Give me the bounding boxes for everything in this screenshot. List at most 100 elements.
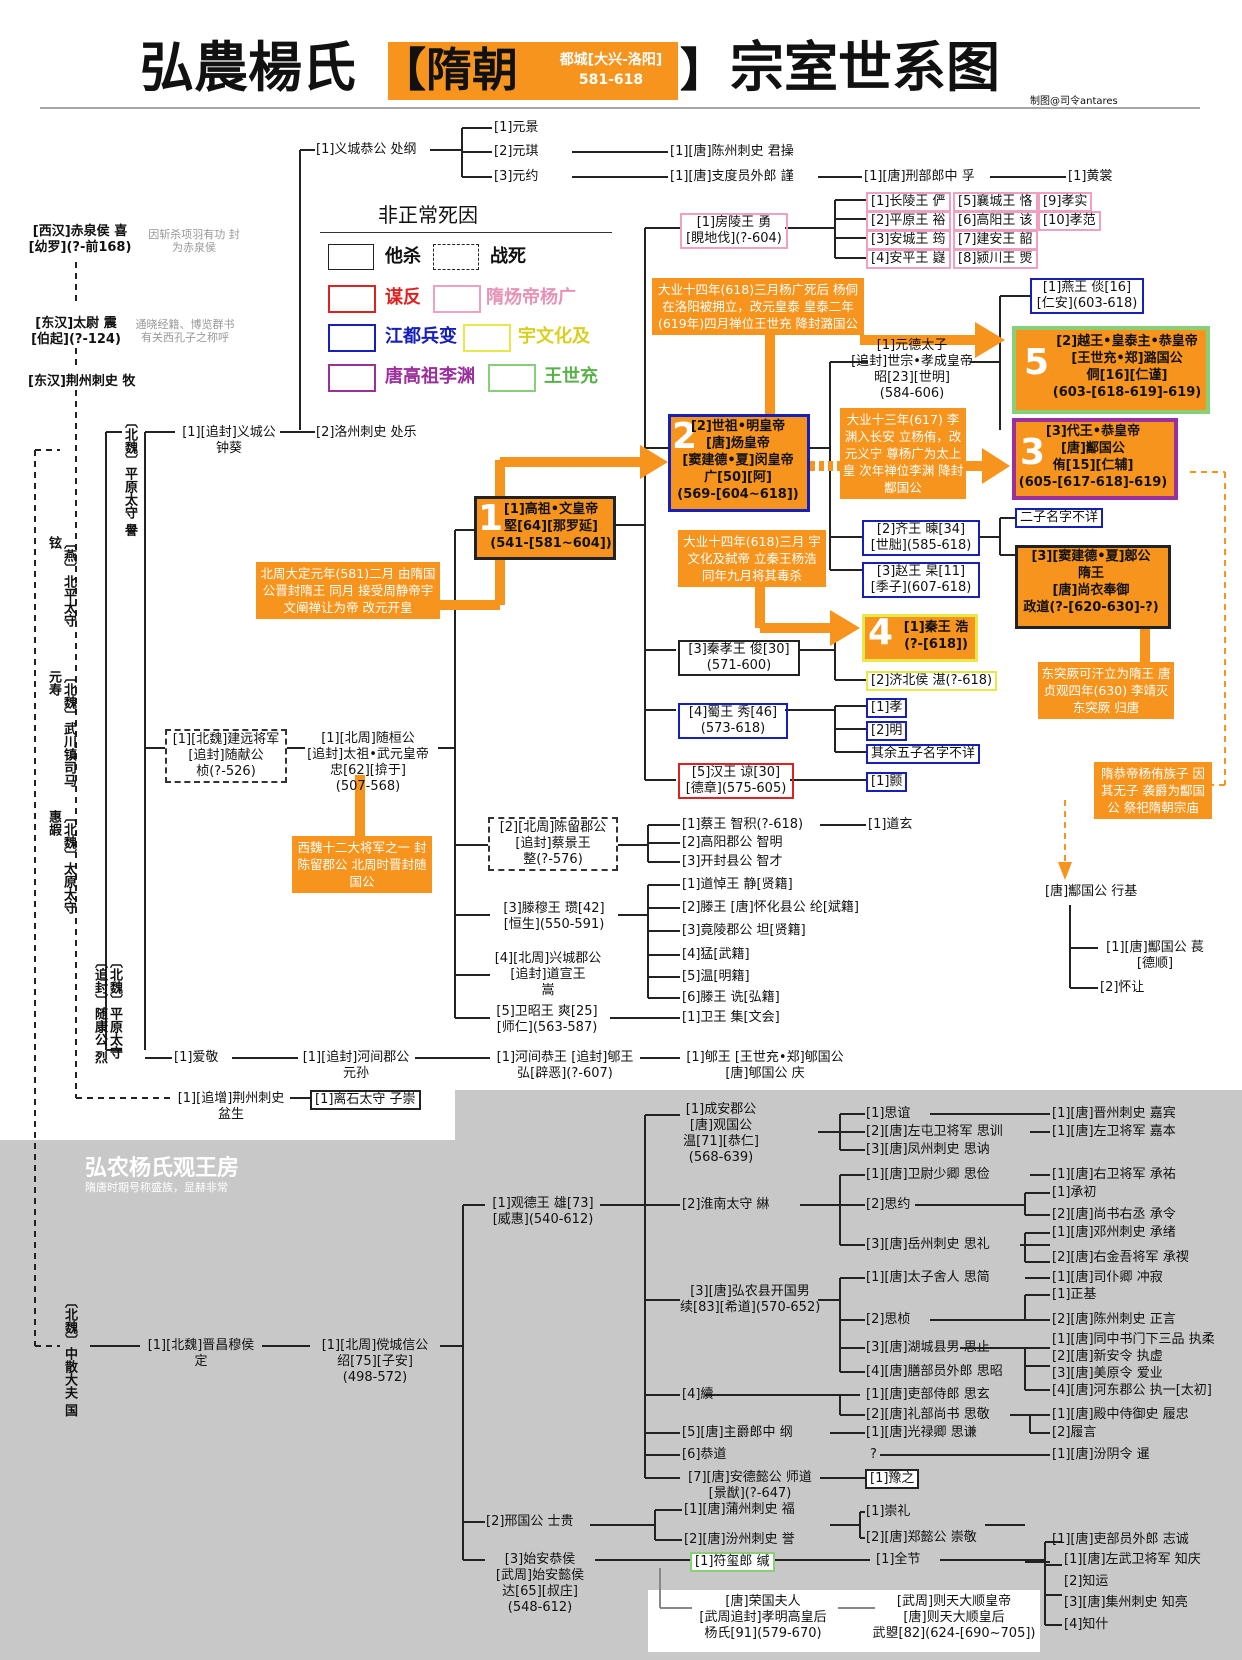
jiabin: [1][唐]晋州刺史 嘉宾 — [1052, 1106, 1176, 1121]
emperor-5-yue: [2]越王•皇泰主•恭皇帝[王世充•郑]潞国公侗[16][仁谨](603-[61… — [1052, 334, 1202, 400]
title-dynasty: 【隋朝 — [380, 43, 518, 97]
legend-label-killed: 他杀 — [385, 246, 421, 267]
chengxi: [2][唐]右金吾将军 承禊 — [1052, 1250, 1189, 1265]
hejian-jungong: [1][追封]河间郡公元孙 — [302, 1050, 410, 1081]
legend-rule — [320, 232, 612, 233]
title-years: 581-618 — [578, 72, 644, 88]
zhicheng: [1][唐]吏部员外郎 志诚 — [1052, 1532, 1189, 1547]
zhiliang: [3][唐]集州刺史 知亮 — [1064, 1595, 1188, 1610]
cai-wang: [1]蔡王 智积(?-618) — [682, 817, 804, 832]
tangcheng-xingong: [1][北周]傥城信公绍[75][子安](498-572) — [321, 1338, 429, 1385]
yuanqi: [2]元琪 — [494, 144, 539, 159]
fl-son-3: [3]安城王 筠 — [866, 230, 951, 250]
zhengji: [1]正基 — [1052, 1287, 1097, 1302]
hongnong-kaiguonan: [3][唐]弘农县开国男续[83][希道](570-652) — [680, 1284, 821, 1315]
xu: [4]續 — [682, 1387, 714, 1402]
teng-son-2: [2]滕王 [唐]怀化县公 纶[斌籍] — [682, 900, 859, 915]
han-son: [1]颢 — [866, 772, 908, 792]
legend-swatch-yellow — [463, 324, 511, 352]
siqian: [1][唐]光禄卿 思谦 — [866, 1425, 977, 1440]
guande-wang: [1]观德王 雄[73][威惠](540-612) — [492, 1196, 594, 1227]
ancestor-lie: 〔北魏〕平原太守 〔追封〕随康公 烈 — [92, 955, 122, 1064]
huangshang: [1]黄裳 — [1068, 169, 1113, 184]
wu-zetian: [武周]则天大顺皇帝[唐]则天大顺皇后武曌[82](624-[690~705]) — [872, 1594, 1036, 1641]
tengmu-wang: [3]滕穆王 瓒[42][恒生](550-591) — [503, 901, 605, 932]
yuanjing: [1]元景 — [494, 120, 539, 135]
huairang: [2]怀让 — [1100, 980, 1145, 995]
guanwang-subtitle: 隋唐时期号称盛族，显赫非常 — [85, 1181, 228, 1194]
ancestor-xi-note: 因斩杀项羽有功 封为赤泉侯 — [148, 228, 240, 254]
xingguo-gong: [2]邢国公 士贵 — [486, 1514, 574, 1529]
sui-huangong: [1][北周]随桓公[追封]太祖•武元皇帝忠[62][揜于](507-568) — [307, 731, 429, 794]
weizhao-wang: [5]卫昭王 爽[25][师仁](563-587) — [496, 1004, 598, 1035]
cai-jingwang: [2][北周]陈留郡公[追封]蔡景王整(?-576) — [488, 817, 618, 871]
chengan-jungong: [1]成安郡公[唐]观国公温[71][恭仁](568-639) — [683, 1102, 759, 1165]
emperor-3-box — [1012, 418, 1178, 500]
quanjie: [1]全节 — [876, 1552, 921, 1567]
guanwang-title: 弘农杨氏观王房 — [85, 1156, 240, 1181]
fl-son-6: [6]高阳王 该 — [953, 211, 1038, 231]
yu-2: [2][唐]汾州刺史 誉 — [684, 1532, 795, 1547]
fl-son-7: [7]建安王 韶 — [953, 230, 1038, 250]
note-zhong: 西魏十二大将军之一 封陈留郡公 北周时晋封随国公 — [292, 836, 432, 893]
sijian: [1][唐]卫尉少卿 思俭 — [866, 1167, 990, 1182]
sina: [3][唐]凤州刺史 思讷 — [866, 1142, 990, 1157]
lishi-taishou: [1]离石太守 子崇 — [310, 1090, 421, 1110]
white-box — [648, 1590, 1040, 1652]
gang: [5][唐]主爵郎中 纲 — [682, 1425, 793, 1440]
yuanyue: [3]元约 — [494, 169, 539, 184]
xingji: [唐]酅国公 行基 — [1045, 884, 1138, 899]
title-capital: 都城[大兴-洛阳] — [559, 52, 663, 68]
note-zhengdao: 东突厥可汗立为隋王 唐贞观四年(630) 李靖灭东突厥 归唐 — [1038, 662, 1174, 719]
daoxuan: [1]道玄 — [868, 817, 913, 832]
emperor-2-box — [668, 414, 810, 512]
legend-swatch-dashed — [433, 244, 479, 270]
fu-2: [1][唐]蒲州刺史 福 — [684, 1502, 795, 1517]
legend-swatch-purple — [328, 364, 376, 392]
jingzhou-cishi: [1][追增]荆州刺史盆生 — [177, 1091, 285, 1122]
sizhao: [4][唐]膳部员外郎 思昭 — [866, 1364, 1003, 1379]
jiaben: [1][唐]左卫将军 嘉本 — [1052, 1124, 1176, 1139]
rongguo-furen: [唐]荣国夫人[武周追封]孝明高皇后杨氏[91](579-670) — [699, 1594, 827, 1641]
jinchang-muhou: [1][北魏]晋昌穆侯定 — [147, 1338, 255, 1369]
legend-title: 非正常死因 — [378, 203, 478, 227]
sui-xiangong: [1][北魏]建远将军[追封]随献公桢(?-526) — [165, 729, 287, 783]
ancestor-guo: 〔北魏〕中散大夫 国 — [62, 1295, 77, 1417]
chule: [2]洛州刺史 处乐 — [316, 425, 417, 440]
chongji: [1][唐]司仆卿 冲寂 — [1052, 1270, 1163, 1285]
fuxi-lang: [1]符玺郎 缄 — [690, 1552, 775, 1572]
fangling-wang: [1]房陵王 勇[睍地伐](?-604) — [680, 213, 788, 249]
teng-son-1: [1]道悼王 静[贤籍] — [682, 877, 793, 892]
fu: [1][唐]刑部郎中 孚 — [864, 169, 975, 184]
sizhen: [2]思桢 — [866, 1312, 911, 1327]
title-right: 宗室世系图 — [730, 35, 1000, 99]
ancestor-yu: 〔北魏〕平原太守 譽 — [122, 415, 137, 537]
teng-son-3: [3]竟陵郡公 坦[贤籍] — [682, 923, 806, 938]
chengchu: [1]承初 — [1052, 1185, 1097, 1200]
credit: 制图@司令antares — [1030, 96, 1118, 107]
aiye: [3][唐]美原令 爱业 — [1052, 1366, 1163, 1381]
xi-gong: [1][唐]酅国公 萇[德顺] — [1106, 940, 1204, 971]
legend-label-jiangdu: 江都兵变 — [385, 326, 457, 347]
teng-son-4: [4]猛[武籍] — [682, 947, 750, 962]
two-sons-unknown: 二子名字不详 — [1015, 508, 1104, 528]
legend-label-yuwen: 宇文化及 — [518, 326, 590, 347]
note-yangyou: 大业十三年(617) 李渊入长安 立杨侑，改元义宁 尊杨广为太上皇 次年禅位李渊… — [840, 408, 966, 499]
sixuan: [1][唐]吏部侍郎 思玄 — [866, 1387, 990, 1402]
zhirou: [1][唐]同中书门下三品 执柔 — [1052, 1332, 1215, 1347]
gray-region — [0, 1140, 1242, 1660]
emperor-4-number: 4 — [868, 612, 894, 653]
ancestor-zhen: [东汉]太尉 震[伯起](?-124) — [31, 316, 121, 347]
emperor-4-qin: [1]秦王 浩(?-[618]) — [903, 620, 969, 652]
emperor-5-box — [1012, 326, 1210, 414]
sijian-2: [1][唐]太子舍人 思简 — [866, 1270, 990, 1285]
shu-wang: [4]蜀王 秀[46](573-618) — [678, 703, 788, 739]
teng-son-5: [5]温[明籍] — [682, 969, 750, 984]
legend-swatch-red — [328, 285, 376, 313]
legend-swatch-pink — [433, 285, 481, 313]
wei-wang: [1]卫王 集[文会] — [682, 1010, 780, 1025]
aijing: [1]爱敬 — [174, 1050, 219, 1065]
zhao-wang: [3]赵王 杲[11][季子](607-618) — [862, 562, 980, 598]
hejian-gongwang: [1]河间恭王 [追封]郇王弘[辟恶](?-607) — [496, 1050, 634, 1081]
zhiyi: [4][唐]河东郡公 执一[太初] — [1052, 1383, 1212, 1398]
